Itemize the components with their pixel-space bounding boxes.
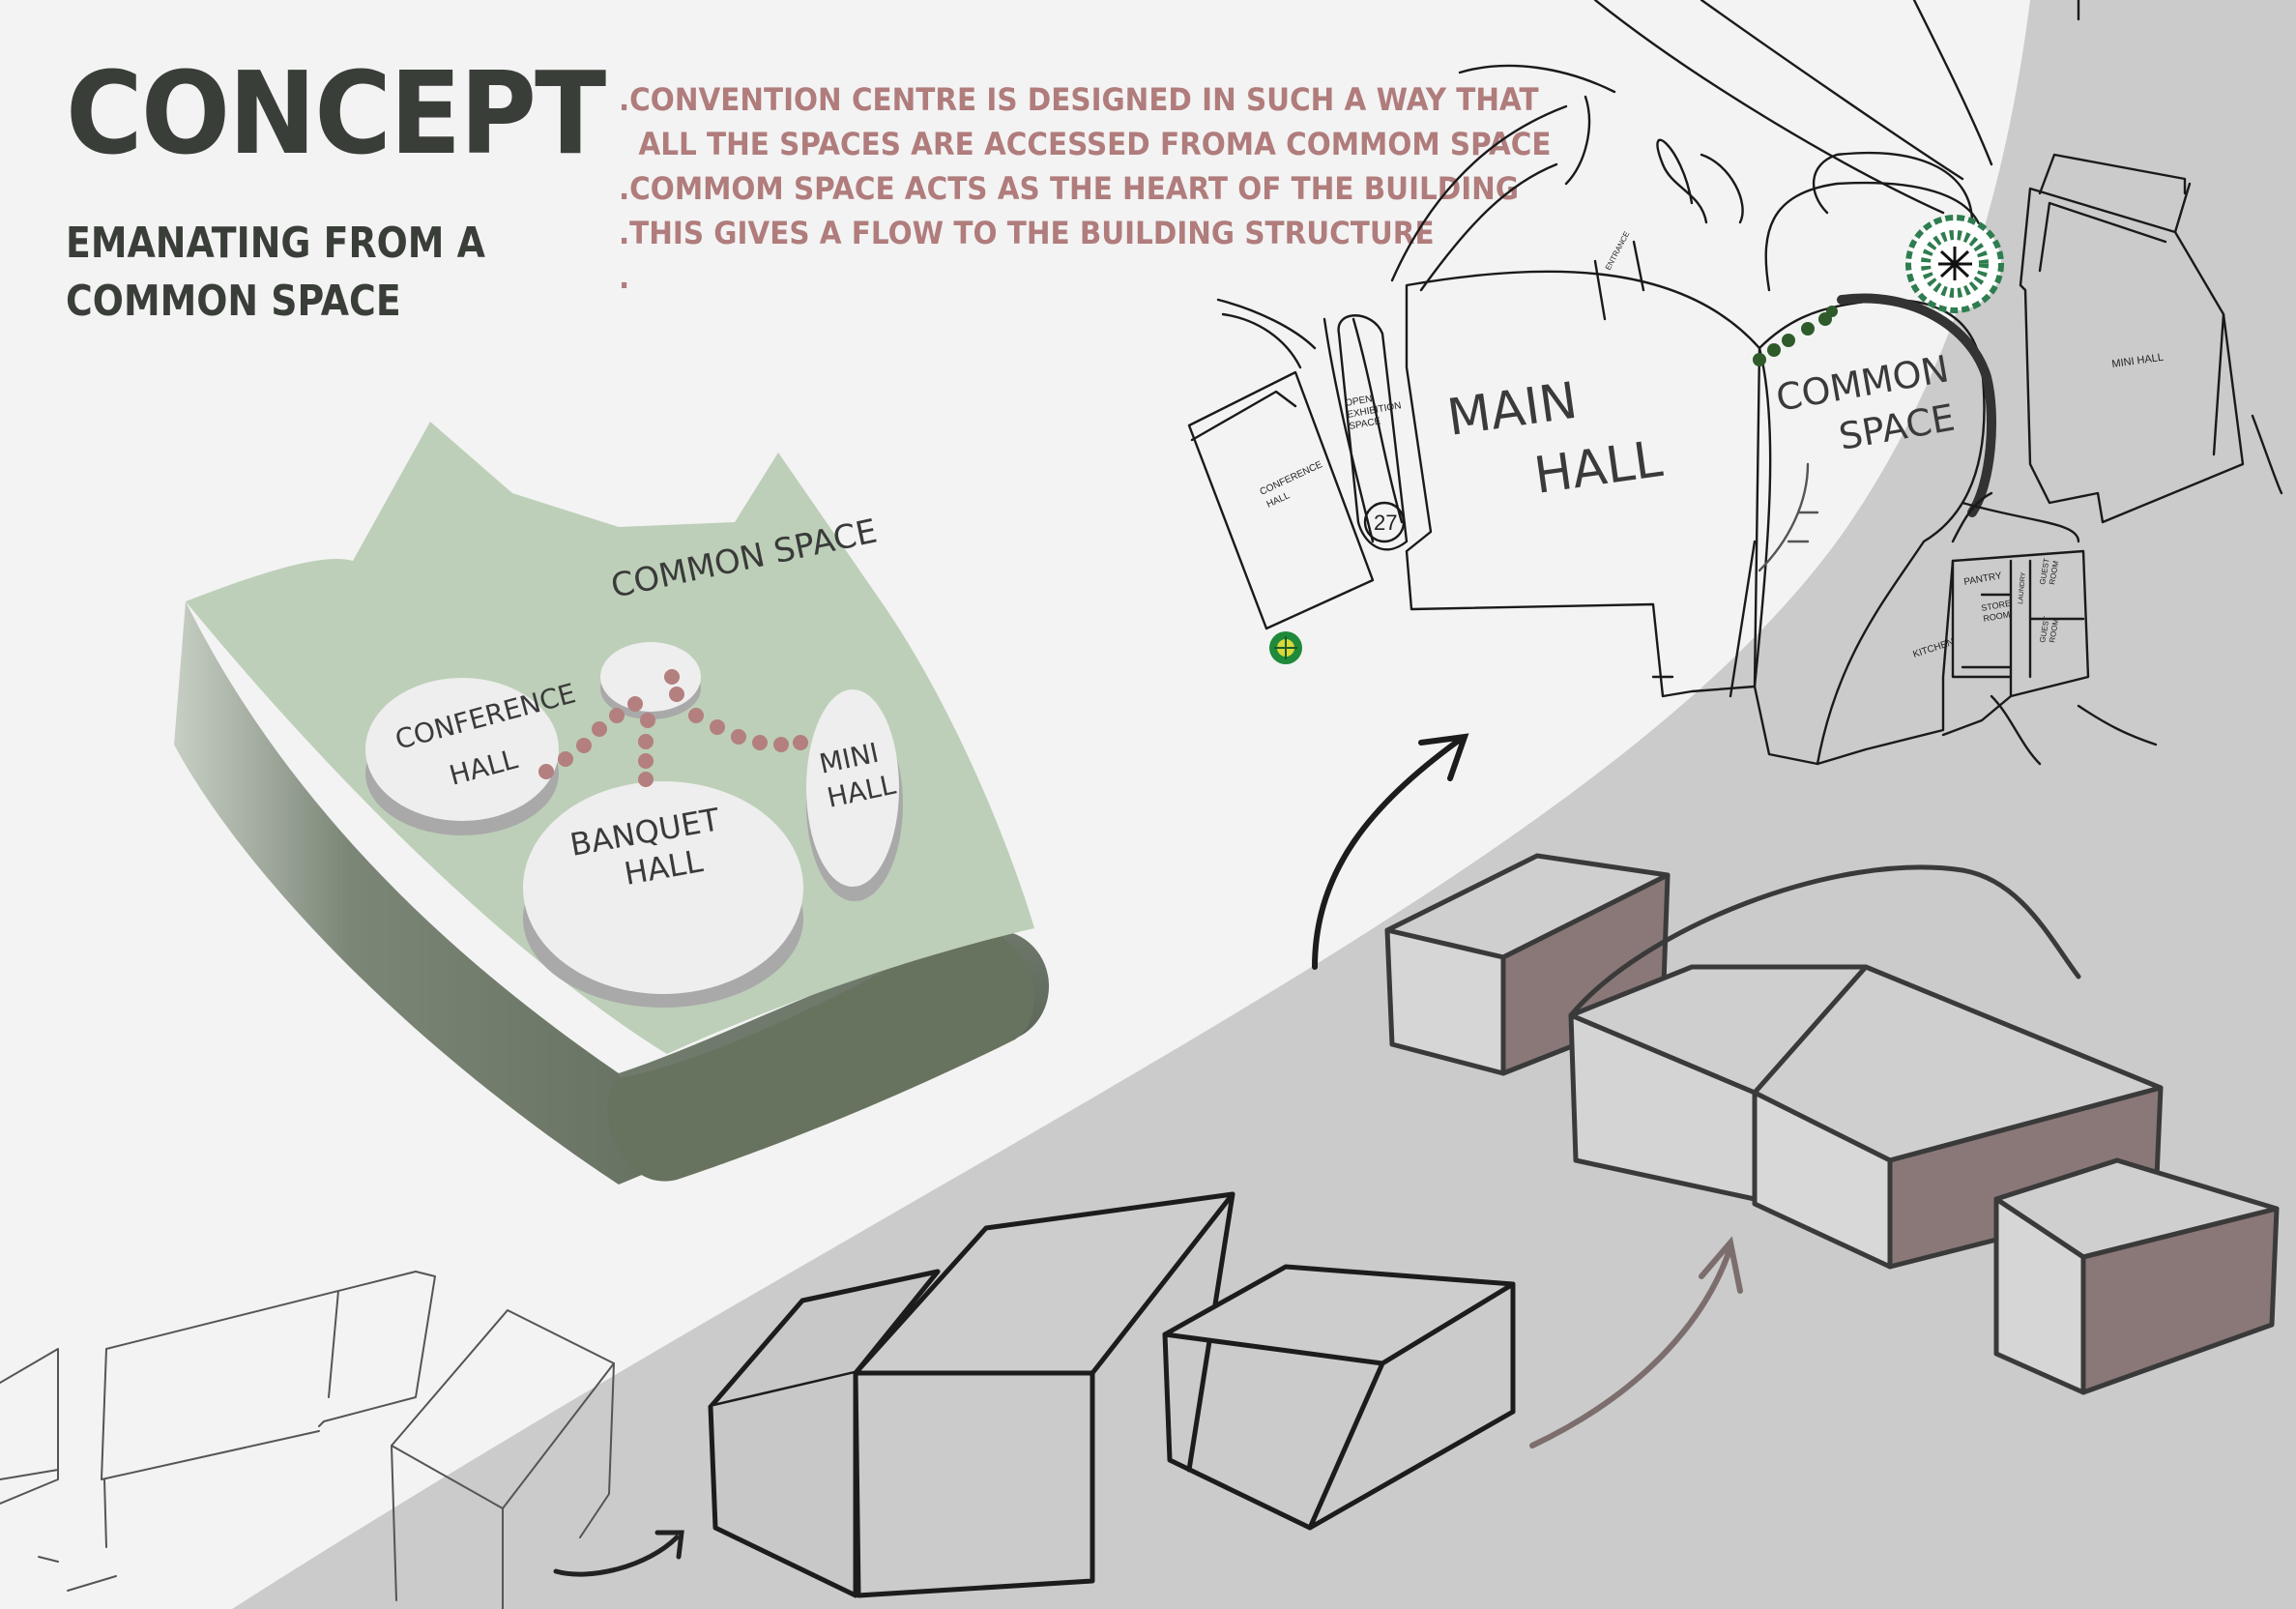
plan-main-hall-label-2: HALL (1530, 430, 1666, 506)
road (1392, 106, 1566, 290)
road (1595, 0, 1962, 213)
concept-site-model: COMMON SPACE CONFERENCE HALL BANQUET HAL… (174, 422, 1049, 1185)
road (1324, 319, 1402, 541)
road (1218, 300, 1315, 348)
tree-icon (1269, 631, 1302, 664)
road (1657, 140, 1742, 222)
common-space-disc (600, 642, 701, 712)
plan-level-marker-label: 27 (1374, 511, 1397, 535)
plan-main-hall-label-1: MAIN (1443, 372, 1581, 448)
road (1223, 314, 1300, 367)
road (1460, 66, 1614, 184)
tree-icon (1908, 218, 2001, 310)
plan-entrance-label: ENTRANCE (1604, 230, 1632, 272)
plan-conference-label-1: CONFERENCE (1259, 459, 1324, 498)
shrub-icons (1753, 306, 1838, 366)
